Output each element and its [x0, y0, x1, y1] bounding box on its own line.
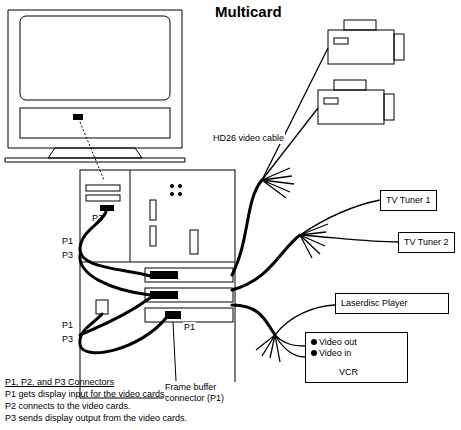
connector-label: P3 — [92, 213, 103, 224]
camcorder — [318, 90, 384, 124]
diagram-title: Multicard — [215, 3, 282, 21]
device-name: Laserdisc Player — [341, 298, 443, 309]
cable-loop — [80, 298, 150, 335]
breakout-fan — [300, 224, 328, 258]
monitor-connector — [73, 114, 83, 120]
hd26-cable — [232, 235, 300, 290]
unit-bay — [150, 226, 156, 246]
camcorder-detail — [334, 38, 348, 44]
breakout-fan — [256, 335, 280, 362]
expansion-card — [145, 308, 233, 322]
device-name: TV Tuner 2 — [404, 237, 449, 248]
video-lead — [275, 335, 305, 357]
drive-slot — [86, 185, 120, 191]
drive-slot — [86, 195, 120, 201]
expansion-card — [145, 288, 233, 302]
cable-loop — [80, 255, 150, 295]
device-box: TV Tuner 1 — [380, 190, 437, 211]
video-lead — [262, 108, 318, 180]
port-label: Video in — [311, 348, 402, 359]
card-connector — [150, 271, 178, 279]
device-box: TV Tuner 2 — [398, 232, 455, 253]
card-connector — [150, 291, 178, 299]
breakout-fan — [262, 168, 294, 198]
unit-port — [96, 300, 108, 314]
unit-divider — [130, 170, 131, 262]
monitor-base — [5, 158, 185, 162]
hd26-cable — [232, 180, 262, 275]
port-label: Video out — [311, 337, 402, 348]
device-name: TV Tuner 1 — [386, 195, 431, 206]
camcorder-lens — [384, 94, 394, 120]
legend-heading: P1, P2, and P3 Connectors — [5, 377, 114, 388]
connector-label: P3 — [62, 334, 73, 345]
unit-bay — [190, 230, 198, 254]
camcorder-lens — [394, 34, 404, 60]
camcorder-detail — [324, 98, 338, 104]
video-lead — [275, 305, 335, 335]
legend-note: P2 connects to the video cards. — [5, 401, 131, 412]
legend-note: P1 gets display input for the video card… — [5, 389, 167, 400]
callout-label: Frame buffer connector (P1) — [164, 382, 240, 404]
connector-label: P1 — [62, 320, 73, 331]
connector-label: P1 — [183, 322, 196, 333]
monitor-stand — [48, 148, 142, 158]
device-box: Laserdisc Player — [335, 293, 449, 314]
cable-label: HD26 video cable — [212, 133, 285, 144]
cable-loop — [80, 212, 150, 276]
display-cable — [80, 122, 104, 180]
unit-bay — [150, 200, 156, 220]
unit-divider — [80, 262, 235, 263]
cable-loop — [80, 314, 166, 353]
hd26-cable — [232, 305, 275, 335]
p3-connector — [100, 205, 114, 211]
legend-note: P3 sends display output from the video c… — [5, 413, 187, 424]
vcr-box: Video outVideo in VCR — [305, 332, 408, 383]
unit-led — [178, 192, 182, 196]
connector-label: P1 — [62, 236, 73, 247]
unit-led — [170, 184, 174, 188]
monitor-panel — [20, 108, 170, 138]
video-lead — [262, 48, 328, 180]
unit-led — [178, 184, 182, 188]
connector-label: P3 — [62, 250, 73, 261]
device-name: VCR — [311, 367, 402, 378]
unit-led — [170, 192, 174, 196]
camcorder-viewfinder — [334, 80, 366, 90]
video-lead — [275, 335, 305, 346]
monitor-screen — [20, 16, 170, 100]
camcorder — [328, 30, 394, 64]
expansion-card — [145, 268, 233, 282]
camcorder-viewfinder — [344, 20, 376, 30]
monitor-bezel — [8, 10, 182, 148]
system-unit — [80, 170, 235, 398]
leader-line — [173, 322, 176, 381]
